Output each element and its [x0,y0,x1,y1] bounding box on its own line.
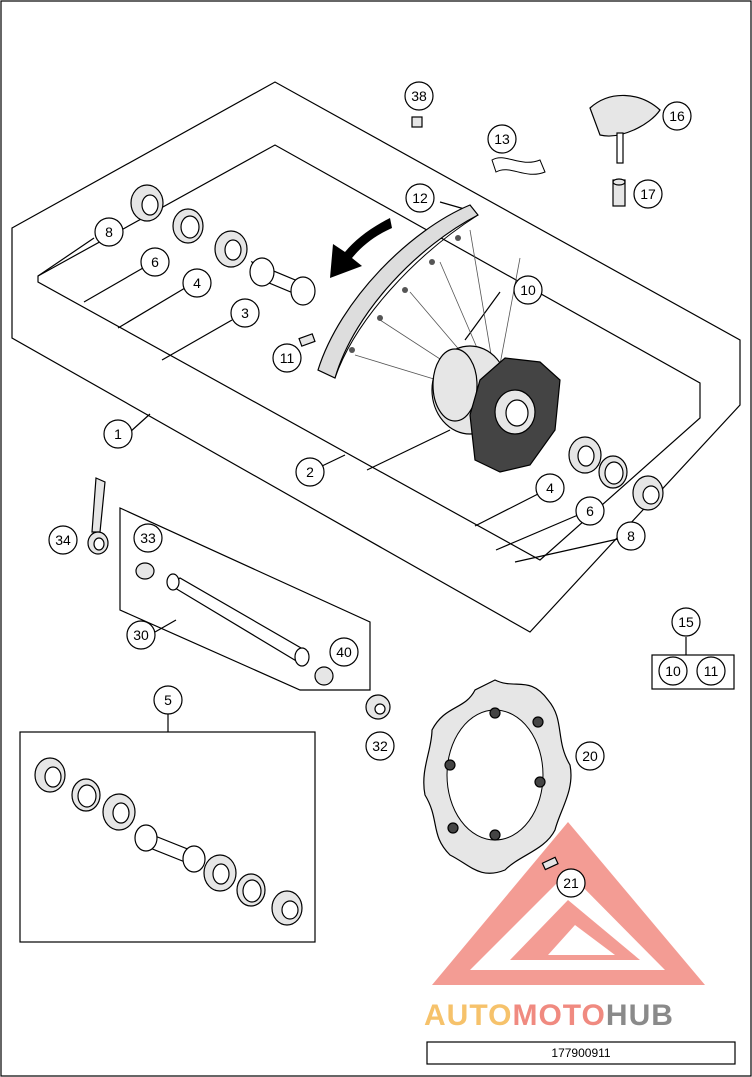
axle-nut-33-icon [135,562,155,580]
callout-1: 1 [103,419,133,449]
watermark-moto: MOTO [512,999,605,1032]
seal-8-right-icon [632,475,664,511]
callout-4-right: 4 [535,473,565,503]
rim-band-icon [491,157,546,175]
svg-text:10: 10 [520,282,536,298]
callout-17: 17 [633,179,663,209]
svg-text:20: 20 [582,748,598,764]
callout-20: 20 [575,741,605,771]
svg-text:3: 3 [241,305,249,321]
seal-8-top-icon [130,184,164,222]
callout-3: 3 [230,298,260,328]
svg-text:12: 12 [412,190,428,206]
callout-40: 40 [329,637,359,667]
axle-icon [166,573,310,667]
bearing-4-right-icon [568,436,602,474]
callout-11-set: 11 [696,656,726,686]
callout-13: 13 [487,124,517,154]
svg-text:10: 10 [665,663,681,679]
callout-16: 16 [662,101,692,131]
svg-text:30: 30 [133,627,149,643]
svg-text:6: 6 [151,254,159,270]
doc-number-box [426,1041,736,1065]
callout-5: 5 [153,685,183,715]
leader-lines [37,201,687,732]
watermark-logo-icon [432,822,705,985]
axle-nut-40-icon [314,666,334,686]
spoke-set-outline [651,654,735,690]
svg-text:34: 34 [55,532,71,548]
rim-icon [317,204,479,379]
rim-lock-icon [589,94,661,164]
callout-2: 2 [295,457,325,487]
spoke-nipple-icon [298,333,316,347]
axle-pull-handle-icon [87,477,109,555]
callout-32: 32 [365,731,395,761]
svg-text:11: 11 [704,663,719,679]
callout-21: 21 [556,868,586,898]
callout-34: 34 [48,525,78,555]
callout-4-top: 4 [182,268,212,298]
svg-text:33: 33 [140,530,156,546]
watermark-hub: HUB [606,999,674,1032]
callout-33: 33 [133,523,163,553]
hub-icon [431,345,561,473]
callout-12: 12 [405,183,435,213]
svg-text:17: 17 [640,186,656,202]
brake-disc-icon [423,679,572,874]
svg-text:4: 4 [546,480,554,496]
bearing-kit-parts-icon [34,757,303,926]
svg-text:11: 11 [280,350,295,366]
svg-text:5: 5 [164,692,172,708]
callout-6-top: 6 [140,247,170,277]
svg-text:6: 6 [586,503,594,519]
svg-text:8: 8 [627,528,635,544]
valve-cap-icon [411,116,423,128]
disc-screw-icon [541,856,559,871]
callout-11-nipple: 11 [272,343,302,373]
watermark-text: AUTOMOTOHUB [424,999,674,1032]
svg-text:15: 15 [678,614,694,630]
svg-text:40: 40 [336,644,352,660]
wheel-assembly-outline [11,81,741,633]
rim-lock-nut-icon [612,178,626,207]
seal-6-top-icon [172,208,204,244]
bearing-kit-outline [19,731,316,943]
spacer-3-icon [249,257,316,306]
bearing-4-top-icon [214,230,248,268]
callouts: 1 2 3 4 4 5 6 6 8 8 10 11 12 13 15 10 11… [48,81,726,898]
svg-text:4: 4 [193,275,201,291]
callout-38: 38 [404,81,434,111]
svg-text:13: 13 [494,131,510,147]
axle-group-outline [119,507,371,691]
watermark-auto: AUTO [424,999,512,1032]
callout-6-right: 6 [575,496,605,526]
seal-6-right-icon [598,455,628,489]
svg-text:8: 8 [105,224,113,240]
rim-hub-outline [37,144,701,561]
svg-text:16: 16 [669,108,685,124]
svg-text:2: 2 [306,464,314,480]
svg-text:38: 38 [411,88,427,104]
svg-text:32: 32 [372,738,388,754]
callout-8-top: 8 [94,217,124,247]
doc-number: 177900911 [551,1046,611,1060]
callout-15: 15 [671,607,701,637]
callout-8-right: 8 [616,521,646,551]
svg-text:21: 21 [563,875,579,891]
axle-nut-32-icon [365,694,391,720]
direction-arrow-icon [330,218,392,278]
callout-10-set: 10 [658,656,688,686]
svg-text:1: 1 [114,426,122,442]
callout-30: 30 [126,620,156,650]
callout-10-spokes: 10 [513,275,543,305]
